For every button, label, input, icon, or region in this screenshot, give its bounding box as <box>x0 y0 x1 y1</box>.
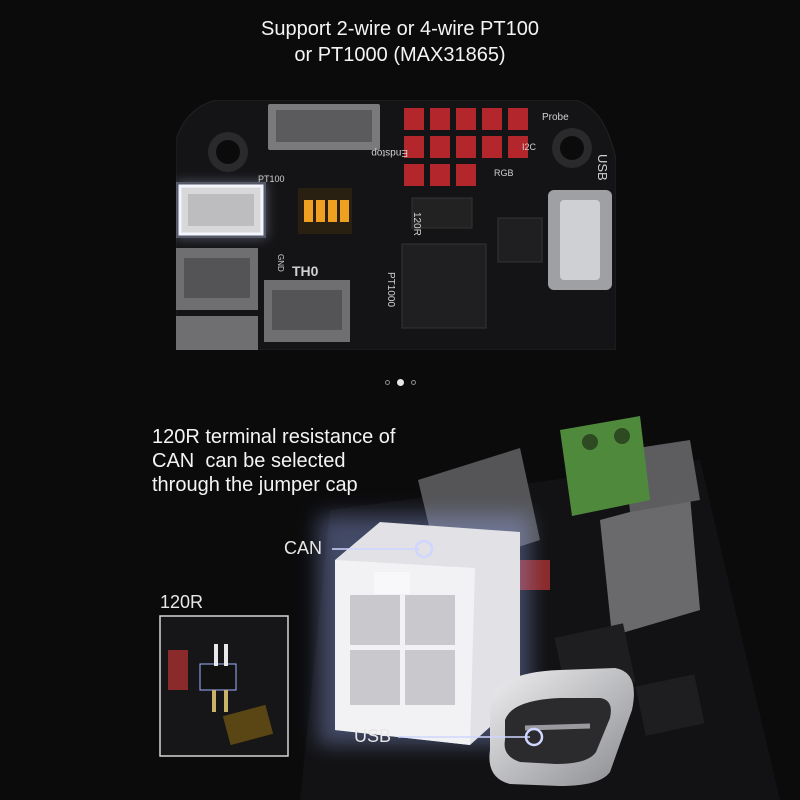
usb-callout-label: USB <box>354 726 392 746</box>
probe-label: Probe <box>542 112 569 123</box>
bottom-caption-line3: through the jumper cap <box>152 474 358 496</box>
can-usb-closeup-image <box>159 416 780 800</box>
top-caption-line2: or PT1000 (MAX31865) <box>294 44 506 66</box>
endstop-label: Endstop <box>371 147 408 158</box>
carousel-dot[interactable] <box>410 380 416 385</box>
gnd-label: GND <box>276 254 285 272</box>
carousel-dot-active[interactable] <box>396 379 404 386</box>
carousel-dot[interactable] <box>384 380 390 385</box>
board-top-view-image: Probe Endstop I2C RGB USB PT100 PT1000 T… <box>176 100 616 350</box>
r120-callout-label: 120R <box>160 592 204 612</box>
i2c-label: I2C <box>522 142 537 152</box>
can-callout-label: CAN <box>284 538 323 558</box>
top-caption-line1: Support 2-wire or 4-wire PT100 <box>261 18 539 40</box>
bottom-caption: 120R terminal resistance of CAN can be s… <box>152 425 395 497</box>
carousel-dots <box>0 379 800 386</box>
th0-label: TH0 <box>292 263 319 279</box>
r120-board-label: 120R <box>411 212 422 236</box>
rgb-label: RGB <box>494 168 514 178</box>
bottom-caption-line2: CAN can be selected <box>152 450 346 472</box>
pt1000-label: PT1000 <box>385 272 396 307</box>
bottom-caption-line1: 120R terminal resistance of <box>152 426 396 448</box>
usb-board-label: USB <box>595 154 610 181</box>
pt100-label: PT100 <box>258 174 285 184</box>
top-caption: Support 2-wire or 4-wire PT100 or PT1000… <box>0 16 800 68</box>
